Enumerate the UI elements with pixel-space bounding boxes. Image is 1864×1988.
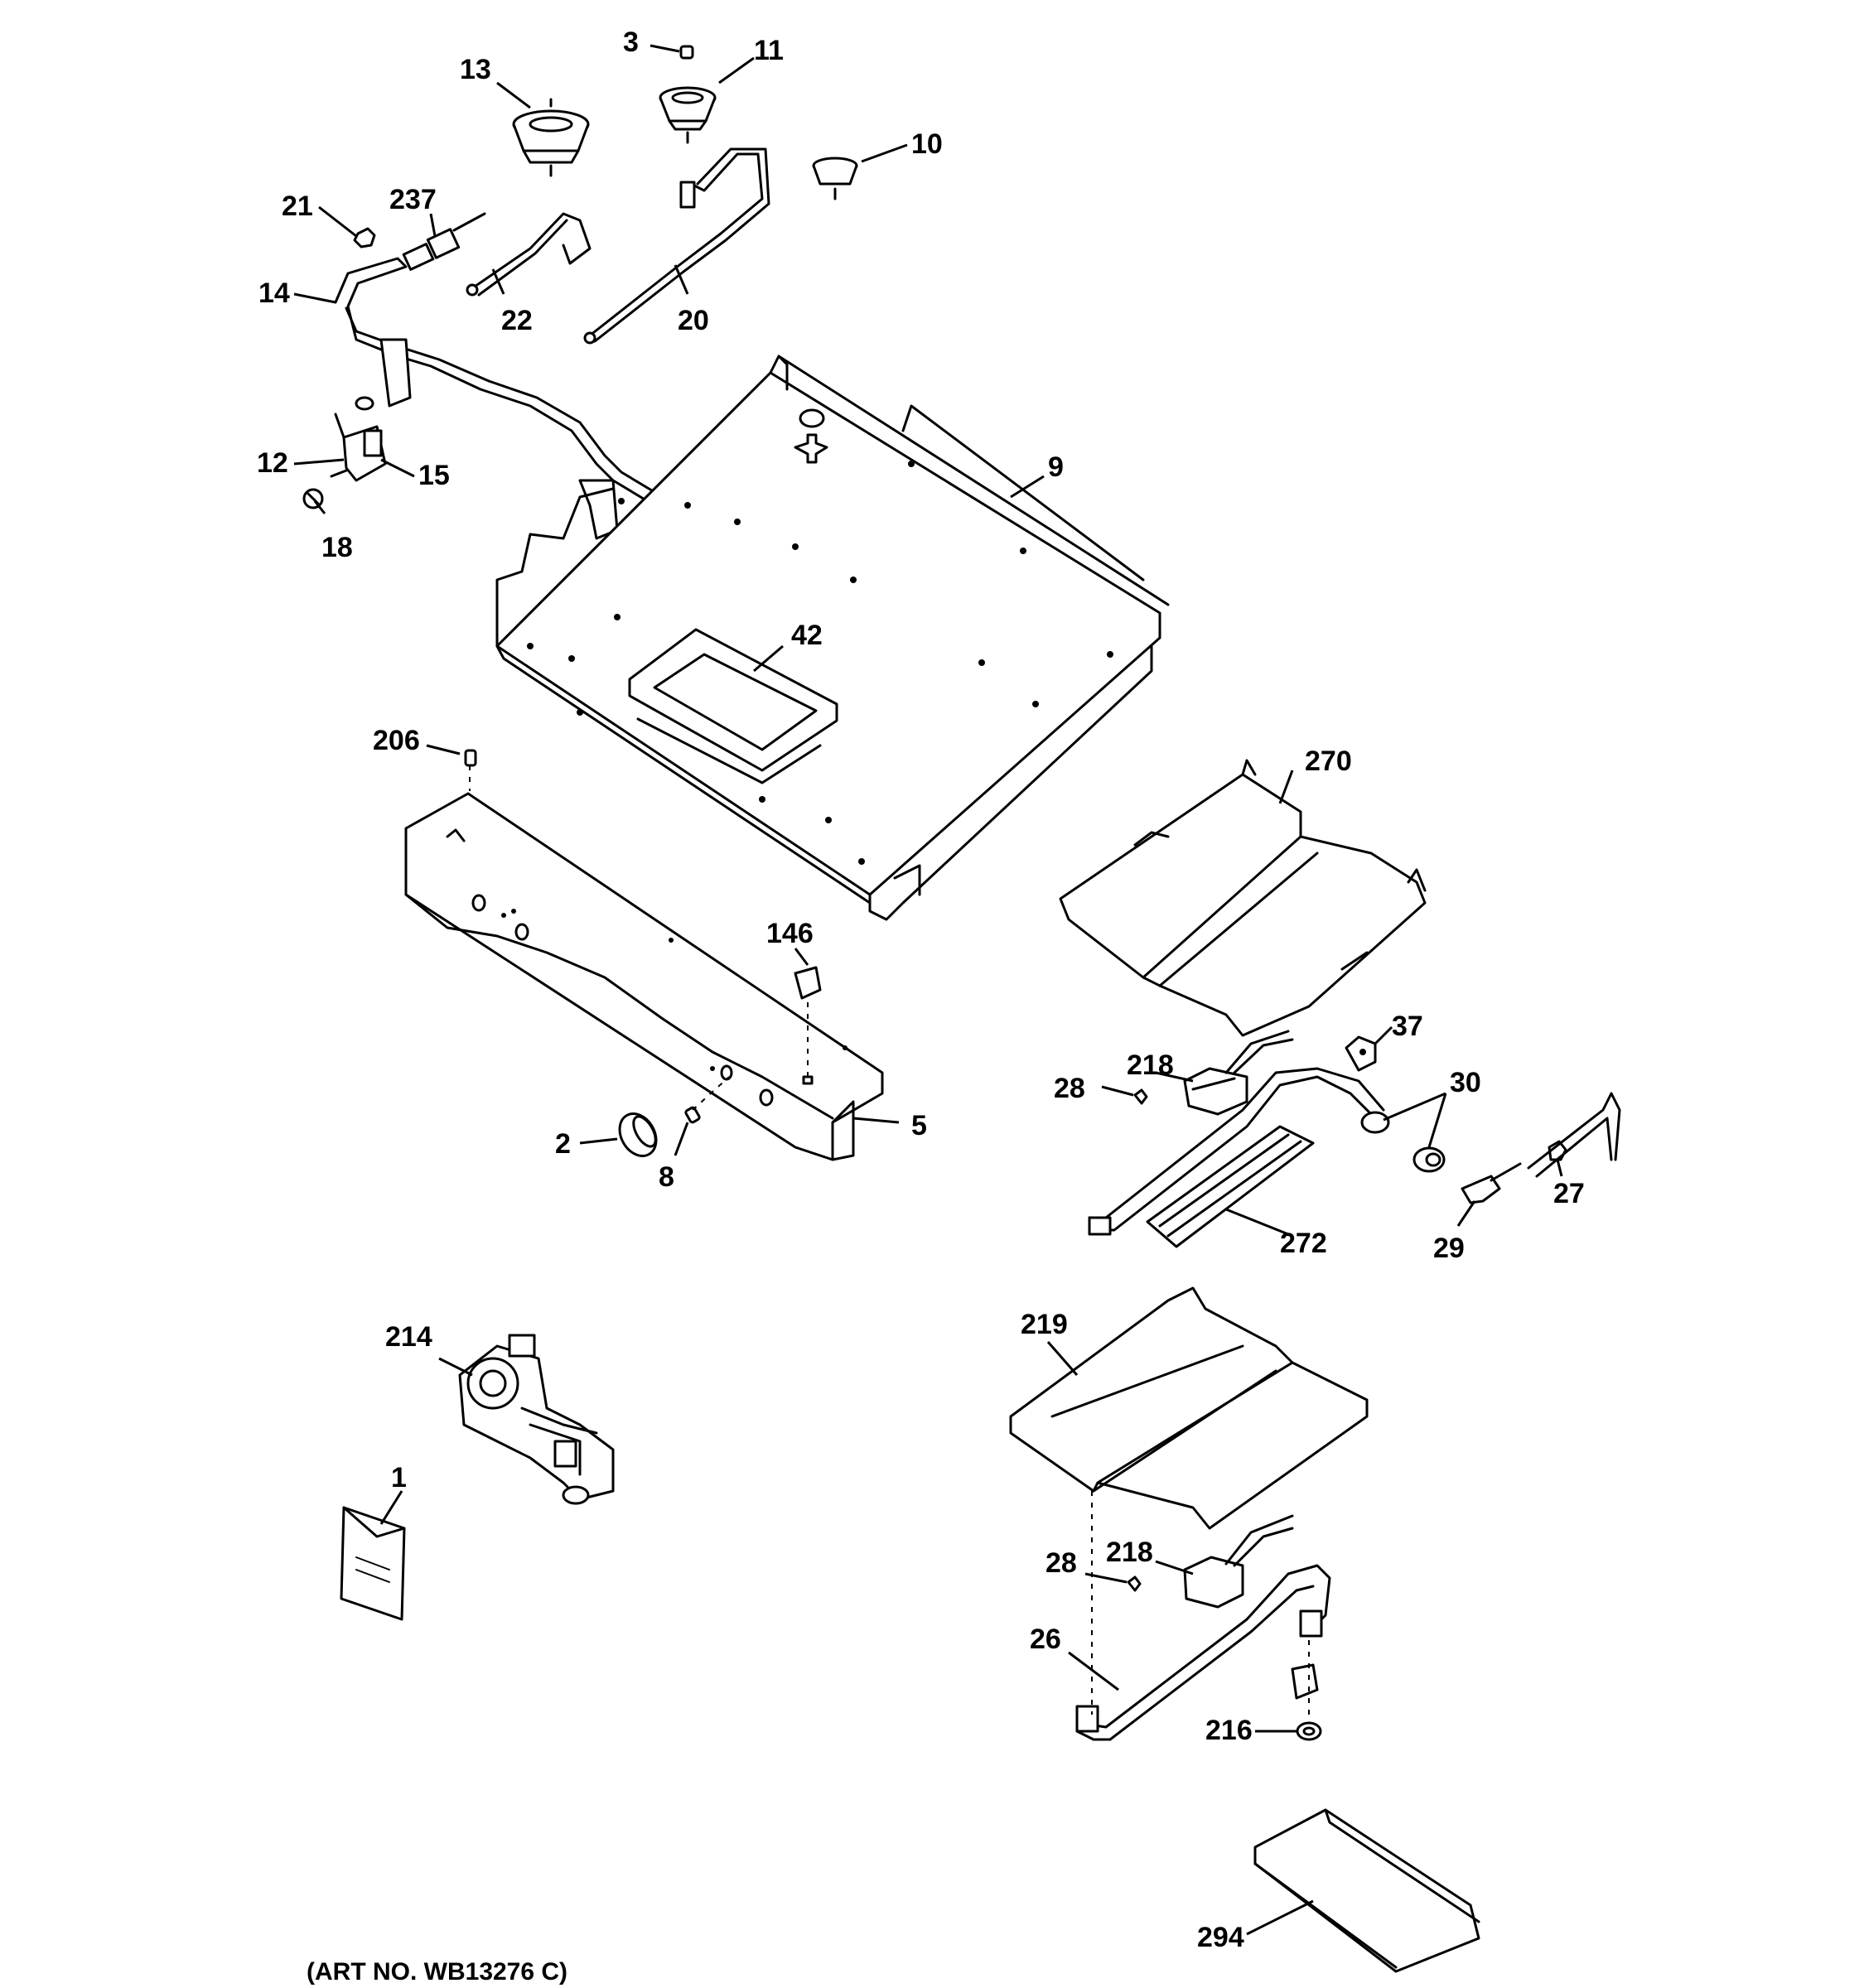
callout-29: 29	[1433, 1233, 1465, 1264]
gas-line-27	[1527, 1092, 1621, 1178]
callout-13: 13	[460, 54, 491, 85]
callout-42: 42	[791, 620, 823, 651]
igniter-218-lower	[1183, 1514, 1294, 1609]
callout-28-lower: 28	[1045, 1547, 1077, 1579]
screw-206	[464, 749, 477, 767]
burner-head-10	[812, 157, 858, 200]
callout-219: 219	[1021, 1309, 1068, 1340]
callout-237: 237	[389, 184, 437, 215]
gas-tube-20	[583, 147, 770, 345]
burner-head-11	[659, 86, 717, 144]
valve-assembly-12-15	[330, 396, 387, 482]
callout-11: 11	[754, 35, 784, 66]
burner-tube-upper	[1088, 1067, 1385, 1236]
vent-opening-42	[628, 628, 838, 784]
callout-146: 146	[766, 918, 814, 949]
callout-27: 27	[1553, 1178, 1585, 1209]
nut-18	[302, 488, 324, 509]
callout-206: 206	[373, 725, 420, 756]
callout-labels: 3 11 13 10 21 237 14 22 20 12 15 18 9 42…	[257, 27, 1585, 1953]
callout-12: 12	[257, 447, 288, 479]
callout-216: 216	[1205, 1715, 1253, 1746]
callout-18: 18	[321, 532, 353, 563]
callout-15: 15	[418, 460, 450, 491]
burner-head-13	[512, 98, 590, 177]
leader-lines	[293, 44, 1563, 1936]
flame-spreader-272	[1146, 1125, 1315, 1248]
callout-28-upper: 28	[1054, 1073, 1085, 1104]
bracket-37	[1345, 1035, 1377, 1072]
control-panel-5	[404, 792, 884, 1161]
manifold-pipe-14	[334, 257, 664, 540]
screw-8	[684, 1106, 701, 1124]
clip-146	[794, 966, 822, 1000]
callout-1: 1	[391, 1462, 407, 1493]
callout-21: 21	[282, 191, 313, 222]
callout-2: 2	[555, 1128, 571, 1160]
heat-shield-270	[1059, 759, 1427, 1037]
callout-37: 37	[1392, 1011, 1423, 1042]
callout-8: 8	[659, 1161, 674, 1193]
callout-5: 5	[911, 1110, 927, 1141]
callout-272: 272	[1280, 1228, 1327, 1259]
callout-20: 20	[678, 305, 709, 336]
burner-cap-3	[679, 45, 694, 60]
art-number: (ART NO. WB13276 C)	[307, 1958, 567, 1986]
burner-box-9	[495, 355, 1170, 921]
gas-tube-22	[466, 212, 592, 297]
literature-envelope-1	[340, 1506, 406, 1621]
screw-28-upper	[1133, 1088, 1148, 1105]
callout-30: 30	[1450, 1067, 1481, 1098]
nut-21	[353, 227, 376, 248]
callout-22: 22	[501, 305, 533, 336]
callout-218-lower: 218	[1106, 1537, 1153, 1568]
screw-28-lower	[1127, 1575, 1142, 1592]
callout-10: 10	[911, 128, 943, 160]
orifice-fitting-237	[402, 212, 486, 271]
knob-2	[618, 1112, 658, 1157]
callout-214: 214	[385, 1321, 432, 1353]
callout-270: 270	[1305, 746, 1352, 777]
bracket-294	[1253, 1808, 1480, 1973]
mixer-216	[1291, 1663, 1322, 1741]
callout-3: 3	[623, 27, 639, 58]
orifice-29	[1461, 1162, 1522, 1204]
callout-14: 14	[258, 277, 290, 309]
callout-26: 26	[1030, 1624, 1061, 1655]
callout-218-upper: 218	[1127, 1049, 1174, 1081]
callout-294: 294	[1197, 1922, 1244, 1953]
heat-shield-219	[1009, 1286, 1369, 1530]
callout-9: 9	[1048, 451, 1064, 483]
burner-tube-26	[1075, 1564, 1331, 1741]
igniter-218-upper	[1183, 1030, 1294, 1116]
mixer-30	[1360, 1111, 1446, 1173]
gas-valve-214	[458, 1334, 615, 1505]
